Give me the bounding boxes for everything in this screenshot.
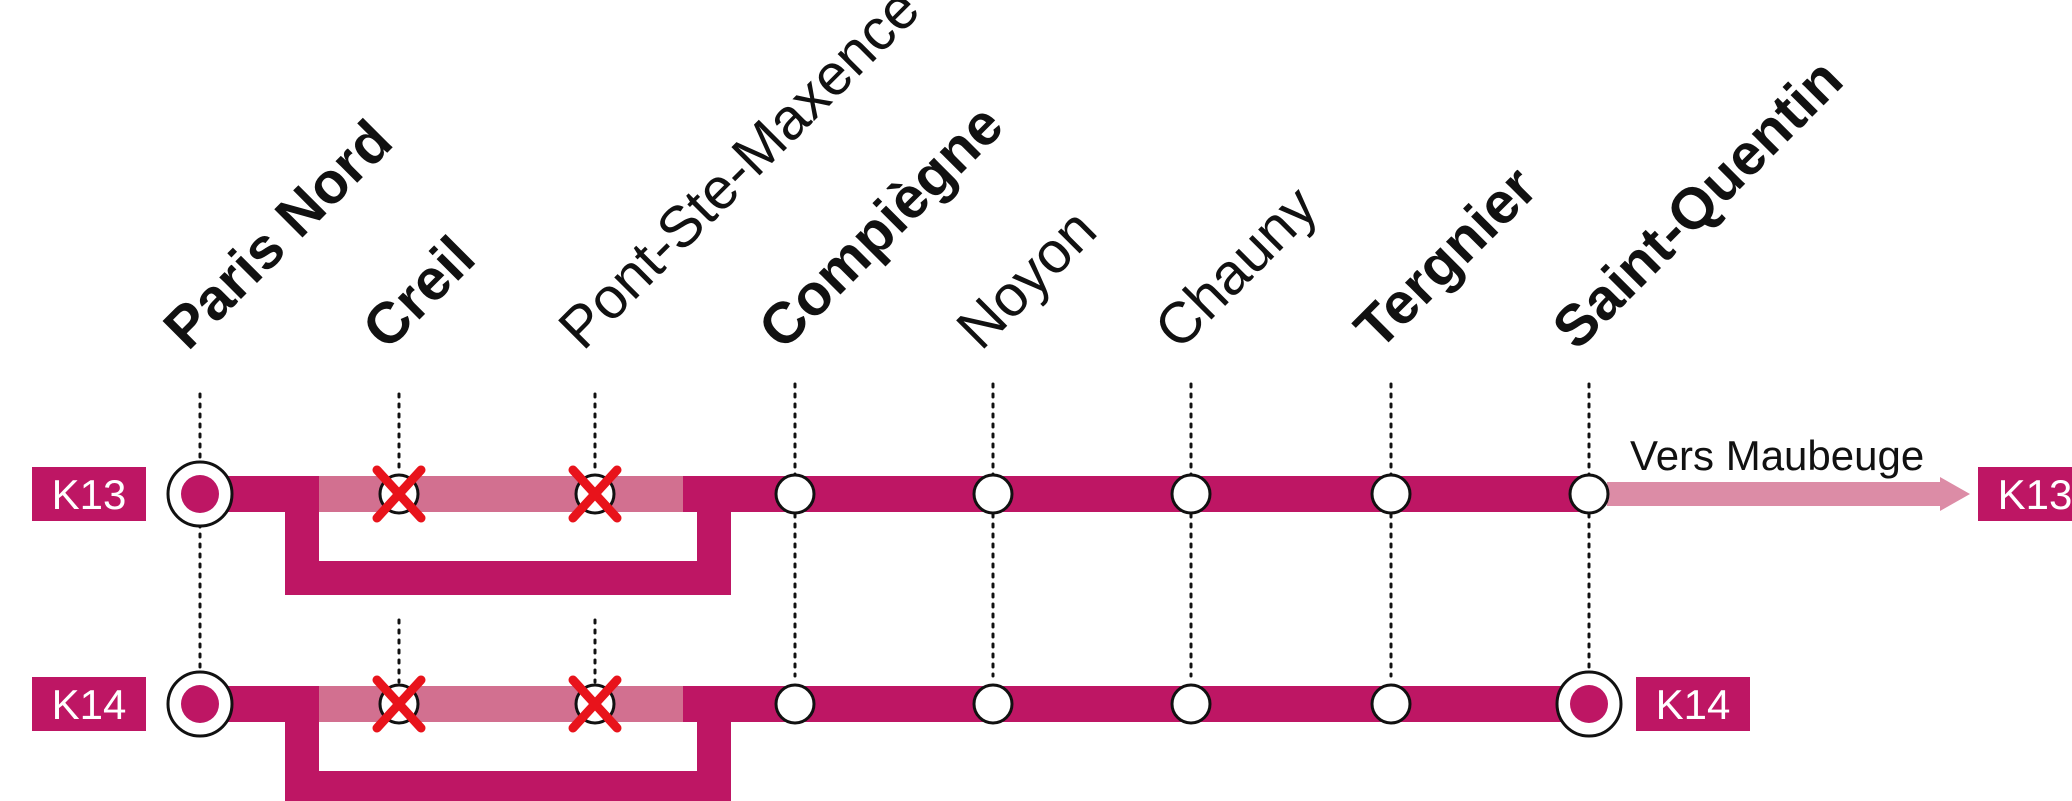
- route-badge-start-label: K14: [52, 681, 127, 728]
- route-badge-start: [32, 677, 146, 731]
- route-badge-end: [1636, 677, 1750, 731]
- not-served-cross-icon: [372, 465, 426, 523]
- route-badge-start: [32, 467, 146, 521]
- route-badge-end-label: K13: [1998, 471, 2072, 518]
- terminus-dot: [1570, 685, 1608, 723]
- terminus-dot: [181, 685, 219, 723]
- station-guides: [198, 382, 1591, 684]
- stop-chauny: [1170, 473, 1212, 515]
- stop-chauny: [1170, 683, 1212, 725]
- stop-compiegne: [774, 683, 816, 725]
- not-served-cross-icon: [372, 675, 426, 733]
- terminus-dot: [181, 475, 219, 513]
- detour-loop-k13: [285, 494, 731, 595]
- stop-tergnier: [1370, 683, 1412, 725]
- stop-noyon: [972, 683, 1014, 725]
- route-badge-start-label: K13: [52, 471, 127, 518]
- route-badge-end: [1978, 467, 2072, 521]
- station-label-noyon: Noyon: [944, 197, 1109, 362]
- stop-noyon: [972, 473, 1014, 515]
- not-served-cross-icon: [568, 675, 622, 733]
- station-label-tergnier: Tergnier: [1342, 154, 1549, 361]
- detour-loop-k14: [285, 704, 731, 801]
- stop-tergnier: [1370, 473, 1412, 515]
- route-k14: K14 K14: [32, 670, 1750, 801]
- station-label-creil: Creil: [350, 224, 487, 361]
- station-label-chauny: Chauny: [1142, 174, 1329, 361]
- not-served-cross-icon: [568, 465, 622, 523]
- stop-compiegne: [774, 473, 816, 515]
- arrow-right-icon: [1940, 477, 1970, 511]
- stop-saint-quentin: [1568, 473, 1610, 515]
- direction-label: Vers Maubeuge: [1630, 432, 1924, 479]
- station-label-pont-ste-maxence: Pont-Ste-Maxence: [546, 0, 932, 361]
- station-label-saint-quentin: Saint-Quentin: [1540, 46, 1855, 361]
- route-badge-end-label: K14: [1656, 681, 1731, 728]
